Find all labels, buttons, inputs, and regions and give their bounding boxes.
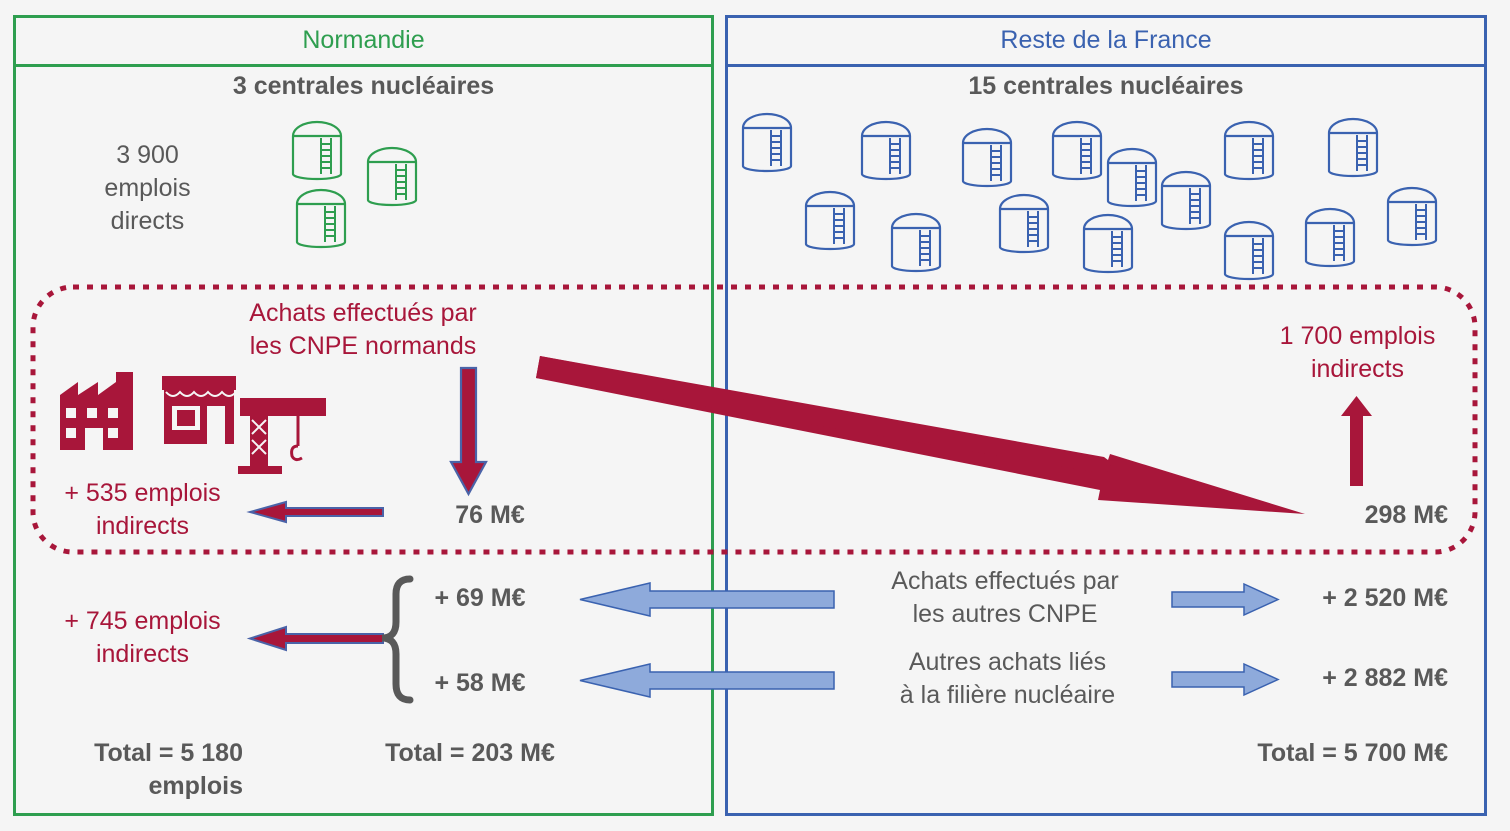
reactor-icon <box>1051 120 1103 181</box>
purchases-normandie-label: Achats effectués par les CNPE normands <box>249 299 477 360</box>
total-amount-normandie: Total = 203 M€ <box>385 739 555 767</box>
reactor-icon <box>860 120 912 181</box>
other-nuclear-amount-normandie: + 58 M€ <box>434 669 526 697</box>
total-amount-france: Total = 5 700 M€ <box>1257 739 1448 767</box>
reactor-icon <box>1106 147 1158 208</box>
shop-icon <box>162 376 237 444</box>
reactor-icon <box>998 193 1050 254</box>
factory-icon <box>60 372 133 450</box>
crane-icon <box>238 398 326 474</box>
normandie-title: Normandie <box>16 18 711 67</box>
france-amount: 298 M€ <box>1364 501 1448 529</box>
other-cnpe-label: Achats effectués par les autres CNPE <box>891 567 1119 628</box>
local-amount: 76 M€ <box>455 501 525 529</box>
total-jobs: Total = 5 180 emplois <box>94 739 243 800</box>
arrow-right-2520 <box>1171 582 1280 617</box>
arrow-left-535 <box>246 500 384 524</box>
local-jobs: + 535 emplois indirects <box>64 479 221 540</box>
reactor-icon <box>1223 120 1275 181</box>
direct-jobs: 3 900 emplois directs <box>104 141 191 235</box>
france-reactors <box>741 112 1438 281</box>
other-cnpe-amount-france: + 2 520 M€ <box>1322 584 1448 612</box>
reactor-icon <box>1160 170 1212 231</box>
france-jobs: 1 700 emplois indirects <box>1279 322 1436 383</box>
arrow-up-1700 <box>1341 396 1372 486</box>
indirect-zone <box>30 284 1478 555</box>
arrow-left-58 <box>579 663 835 698</box>
arrow-right-2882 <box>1171 662 1280 697</box>
reactor-icon <box>291 120 343 181</box>
reactor-icon <box>961 127 1013 188</box>
arrow-left-745 <box>246 625 384 652</box>
other-cnpe-amount-normandie: + 69 M€ <box>434 584 526 612</box>
reactor-icon <box>1304 207 1356 268</box>
other-nuclear-label: Autres achats liés à la filière nucléair… <box>899 648 1116 709</box>
reactor-icon <box>804 190 856 251</box>
normandie-panel: Normandie <box>13 15 714 816</box>
arrow-left-69 <box>579 582 835 617</box>
brace-icon <box>381 575 414 704</box>
normandie-plants: 3 centrales nucléaires <box>232 72 495 100</box>
reactor-icon <box>1223 220 1275 281</box>
arrow-down-76 <box>449 366 488 497</box>
reactor-icon <box>295 188 347 249</box>
reactor-icon <box>366 146 418 207</box>
reactor-icon <box>741 112 793 173</box>
france-title: Reste de la France <box>728 18 1484 67</box>
reactor-icon <box>1327 117 1379 178</box>
other-nuclear-amount-france: + 2 882 M€ <box>1322 664 1448 692</box>
reactor-icon <box>890 212 942 273</box>
reactor-icon <box>1082 213 1134 274</box>
reactor-icon <box>1386 186 1438 247</box>
france-plants: 15 centrales nucléaires <box>968 72 1244 100</box>
other-jobs: + 745 emplois indirects <box>64 607 221 668</box>
normandie-reactors <box>291 120 418 249</box>
